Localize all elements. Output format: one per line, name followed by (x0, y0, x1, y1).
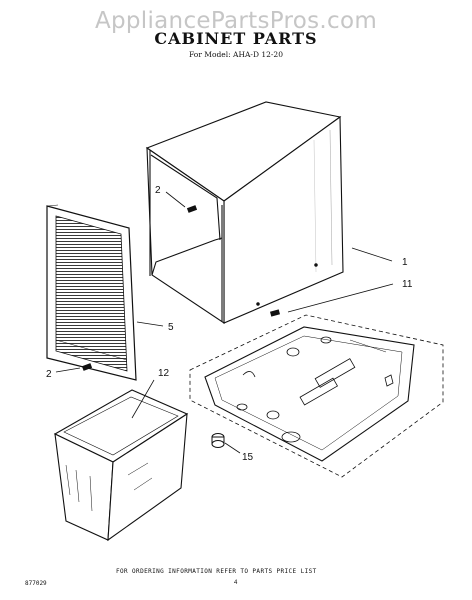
base-tray-part[interactable] (189, 314, 444, 478)
callout-12: 12 (158, 368, 170, 379)
callout-1: 1 (402, 257, 408, 268)
screw-bottom-part[interactable] (81, 363, 93, 371)
cabinet-part[interactable] (145, 101, 344, 325)
ordering-note: FOR ORDERING INFORMATION REFER TO PARTS … (116, 568, 317, 575)
leader-lines (55, 191, 394, 454)
page-number: 4 (234, 580, 238, 586)
bucket-part[interactable] (53, 389, 189, 542)
watermark: AppliancePartsPros.com (94, 8, 378, 34)
screw-right-part[interactable] (270, 309, 280, 317)
callout-5: 5 (168, 322, 174, 333)
model-subtitle: For Model: AHA-D 12-20 (189, 50, 283, 59)
document-number: 877029 (25, 580, 47, 587)
diagram-title: CABINET PARTS (154, 29, 318, 48)
foot-part[interactable] (211, 433, 225, 448)
screw-top-part[interactable] (186, 205, 198, 213)
callout-2-top: 2 (155, 185, 161, 196)
callout-15: 15 (242, 452, 254, 463)
callout-11: 11 (402, 279, 413, 290)
callout-2-bottom: 2 (46, 369, 52, 380)
front-panel-part[interactable] (46, 204, 137, 381)
